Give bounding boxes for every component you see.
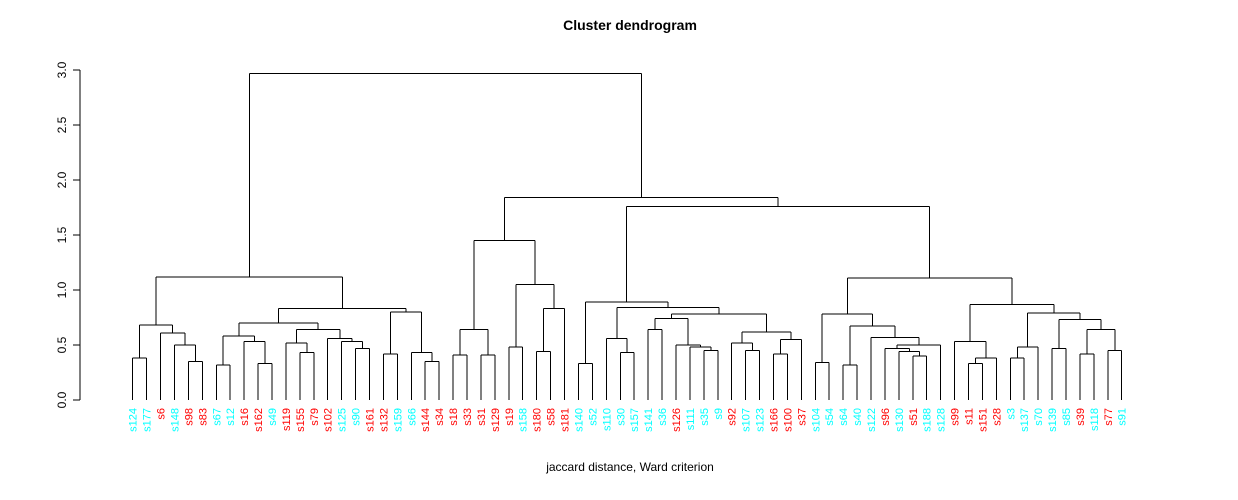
leaf-label: s128	[936, 408, 948, 432]
leaf-label: s34	[434, 408, 446, 426]
leaf-label: s122	[866, 408, 878, 432]
leaf-label: s31	[476, 408, 488, 426]
leaf-label: s157	[629, 408, 641, 432]
leaf-label: s111	[685, 408, 697, 430]
leaf-label: s119	[281, 408, 293, 431]
y-tick-label: 2.5	[55, 116, 69, 133]
leaf-label: s118	[1089, 408, 1101, 431]
leaf-label: s98	[183, 408, 195, 426]
leaf-label: s67	[211, 408, 223, 426]
leaf-label: s83	[197, 408, 209, 426]
leaf-label: s35	[699, 408, 711, 426]
leaf-label: s11	[964, 408, 976, 425]
leaf-label: s132	[378, 408, 390, 432]
leaf-label: s33	[462, 408, 474, 426]
leaf-label: s161	[365, 408, 377, 432]
leaf-label: s54	[824, 408, 836, 426]
leaf-label: s12	[225, 408, 237, 426]
leaf-label: s40	[852, 408, 864, 426]
chart-title: Cluster dendrogram	[563, 17, 697, 33]
y-tick-label: 0.5	[55, 336, 69, 353]
y-tick-label: 3.0	[55, 61, 69, 78]
leaf-label: s125	[337, 408, 349, 432]
leaf-label: s85	[1061, 408, 1073, 426]
leaf-label: s92	[727, 408, 739, 426]
leaf-label: s166	[768, 408, 780, 432]
y-tick-label: 0.0	[55, 391, 69, 408]
leaf-label: s126	[671, 408, 683, 432]
leaf-label: s159	[392, 408, 404, 432]
leaf-label: s141	[643, 408, 655, 432]
leaf-label: s102	[323, 408, 335, 432]
leaf-label: s144	[420, 408, 432, 432]
leaf-label: s37	[796, 408, 808, 426]
leaf-label: s129	[490, 408, 502, 432]
leaf-label: s188	[922, 408, 934, 432]
leaf-label: s181	[560, 408, 572, 432]
leaf-label: s155	[295, 408, 307, 432]
leaf-label: s110	[601, 408, 613, 431]
leaf-label: s18	[448, 408, 460, 426]
leaf-label: s66	[406, 408, 418, 426]
leaf-label: s180	[532, 408, 544, 432]
leaf-label: s28	[991, 408, 1003, 426]
leaf-label: s39	[1075, 408, 1087, 426]
leaf-label: s58	[546, 408, 558, 426]
leaf-label: s107	[741, 408, 753, 432]
leaf-label: s51	[908, 408, 920, 426]
leaf-label: s91	[1117, 408, 1129, 426]
leaf-label: s77	[1103, 408, 1115, 426]
leaf-label: s79	[309, 408, 321, 426]
leaf-label: s124	[128, 408, 140, 432]
x-axis-label: jaccard distance, Ward criterion	[546, 460, 714, 474]
leaf-label: s99	[950, 408, 962, 426]
leaf-label: s140	[573, 408, 585, 432]
leaf-label: s96	[880, 408, 892, 426]
leaf-label: s52	[587, 408, 599, 426]
leaf-label: s6	[156, 408, 168, 420]
leaf-label: s139	[1047, 408, 1059, 432]
leaf-label: s16	[239, 408, 251, 426]
leaf-label: s158	[518, 408, 530, 432]
leaf-label: s137	[1019, 408, 1031, 432]
leaf-label: s64	[838, 408, 850, 426]
y-tick-label: 1.0	[55, 281, 69, 298]
leaf-label: s162	[253, 408, 265, 432]
leaf-label: s151	[977, 408, 989, 432]
leaf-label: s130	[894, 408, 906, 432]
leaf-label: s148	[169, 408, 181, 432]
leaf-label: s30	[615, 408, 627, 426]
leaf-label: s90	[351, 408, 363, 426]
y-tick-label: 1.5	[55, 226, 69, 243]
leaf-label: s70	[1033, 408, 1045, 426]
leaf-label: s100	[782, 408, 794, 432]
leaf-label: s3	[1005, 408, 1017, 420]
leaf-label: s104	[810, 408, 822, 432]
leaf-label: s36	[657, 408, 669, 426]
leaf-label: s9	[713, 408, 725, 420]
leaf-label: s123	[755, 408, 767, 432]
leaf-label: s177	[142, 408, 154, 432]
y-tick-label: 2.0	[55, 171, 69, 188]
leaf-label: s19	[504, 408, 516, 426]
leaf-label: s49	[267, 408, 279, 426]
